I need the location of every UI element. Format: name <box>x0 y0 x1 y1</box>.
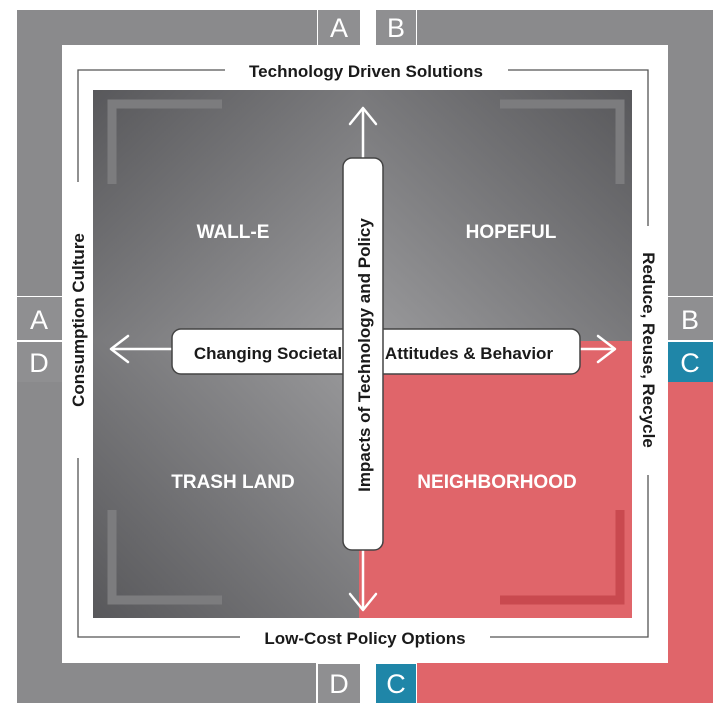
axis-label-bottom: Low-Cost Policy Options <box>264 629 465 648</box>
frame-bottom-left <box>17 381 316 703</box>
quadrant-bottom-left <box>93 341 359 618</box>
center-label-left: Changing Societal <box>194 344 342 363</box>
svg-text:A: A <box>330 13 348 43</box>
axis-label-top: Technology Driven Solutions <box>249 62 483 81</box>
svg-text:D: D <box>29 348 49 378</box>
frame-top-left <box>17 10 317 296</box>
frame-top-right <box>417 10 713 296</box>
axis-label-right: Reduce, Reuse, Recycle <box>639 252 658 448</box>
corner-tag-top-a: A <box>318 10 360 45</box>
quadrant-top-left <box>93 90 359 341</box>
quadrant-label-trash-land: TRASH LAND <box>171 472 295 493</box>
vertical-center-bar <box>342 157 384 551</box>
svg-text:C: C <box>680 348 700 378</box>
inner-brackets <box>107 99 625 605</box>
svg-text:C: C <box>386 669 406 699</box>
corner-tag-bottom-d: D <box>318 664 360 703</box>
quadrant-label-neighborhood: NEIGHBORHOOD <box>417 472 576 493</box>
axis-label-left: Consumption Culture <box>69 233 88 407</box>
corner-tag-left-a: A <box>17 297 62 340</box>
quadrant-bottom-right <box>359 341 632 618</box>
svg-text:B: B <box>681 305 699 335</box>
svg-text:D: D <box>329 669 349 699</box>
corner-tag-left-d: D <box>17 342 62 382</box>
frame-bottom-right <box>417 381 713 703</box>
quadrant-label-hopeful: HOPEFUL <box>466 222 557 243</box>
corner-tag-bottom-c: C <box>376 664 416 703</box>
corner-tag-right-b: B <box>668 297 713 340</box>
svg-text:B: B <box>387 13 405 43</box>
center-label-vertical: Impacts of Technology and Policy <box>355 218 374 492</box>
axis-frame <box>77 69 649 638</box>
svg-text:A: A <box>30 305 48 335</box>
quadrant-label-wall-e: WALL-E <box>197 222 270 243</box>
corner-tag-top-b: B <box>376 10 416 45</box>
quadrant-top-right <box>359 90 632 341</box>
center-label-right: Attitudes & Behavior <box>385 344 554 363</box>
corner-tag-right-c: C <box>668 342 713 382</box>
